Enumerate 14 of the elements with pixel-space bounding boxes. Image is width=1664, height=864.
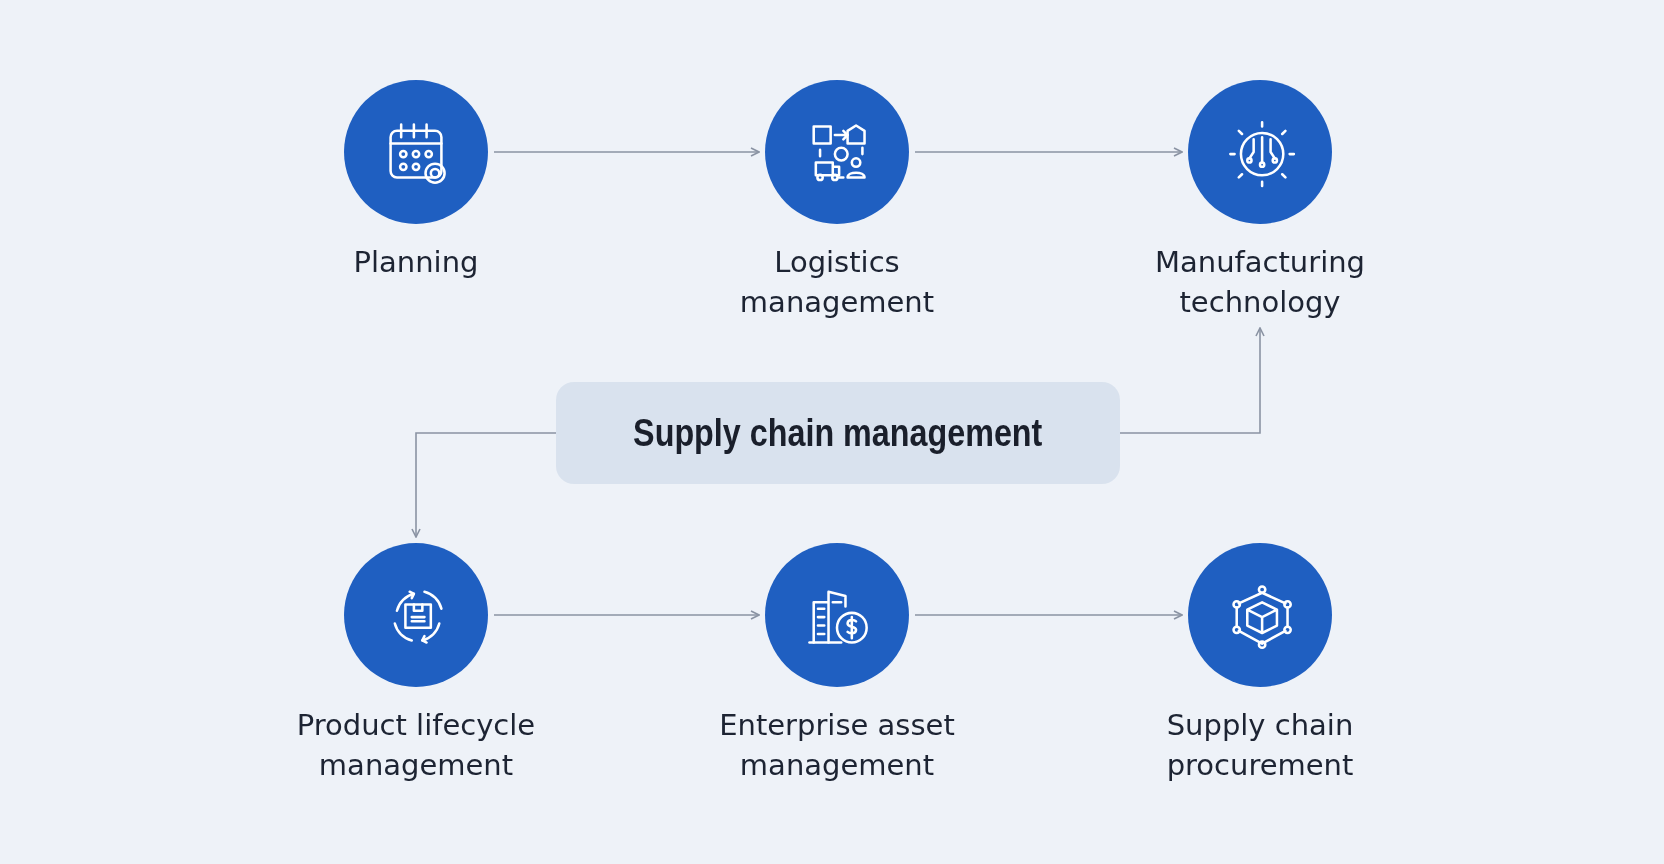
arrow (493, 610, 760, 620)
node-label: Enterprise asset management (718, 707, 956, 784)
node-label: Supply chain procurement (1165, 707, 1355, 784)
arrow (1119, 327, 1265, 434)
arrow (411, 432, 557, 538)
arrow (914, 610, 1183, 620)
hub-title: Supply chain management (633, 411, 1043, 455)
arrow (914, 147, 1183, 157)
node-label: Planning (353, 244, 479, 281)
arrow (493, 147, 760, 157)
node-label: Manufacturing technology (1154, 244, 1366, 321)
node-label: Product lifecycle management (295, 707, 537, 784)
node-label: Logistics management (738, 244, 936, 321)
hub-box (556, 382, 1120, 484)
